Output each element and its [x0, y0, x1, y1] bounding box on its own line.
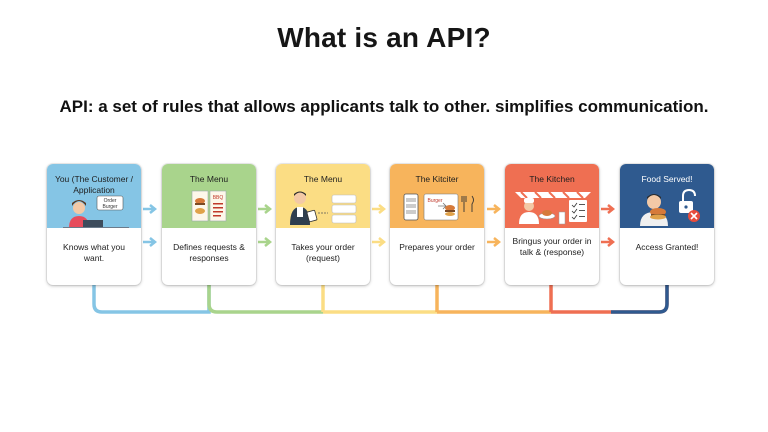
step-card-description: Prepares your order: [399, 242, 475, 252]
step-card-description: Takes your order (request): [291, 242, 355, 263]
menu-card-icon: BBQ: [191, 190, 227, 222]
svg-text:BBQ: BBQ: [213, 195, 224, 201]
step-card-title: The Menu: [189, 174, 229, 184]
svg-text:Order: Order: [104, 198, 117, 204]
svg-text:Burger: Burger: [102, 204, 117, 210]
step-card-title: The Menu: [303, 174, 343, 184]
customer-eating-lock-icon: [640, 188, 700, 226]
page-subtitle: API: a set of rules that allows applican…: [59, 97, 709, 116]
step-card-kitchen-prep: The Kitciter Burger Prepares your order: [390, 164, 484, 285]
svg-text:Burger: Burger: [427, 198, 442, 204]
step-card-header: [162, 164, 256, 228]
kitchen-screen-icon: Burger: [403, 193, 474, 221]
step-card-description: Defines requests & responses: [173, 242, 245, 263]
chef-checklist-icon: [515, 191, 591, 225]
step-card-header: [47, 164, 141, 228]
arrow-icon: [601, 204, 616, 247]
step-card-description: Access Granted!: [635, 242, 699, 252]
page-title: What is an API?: [277, 22, 491, 53]
step-card-kitchen-response: The Kitchen Bringus your order in talk &…: [505, 164, 599, 285]
step-card-customer: You (The Customer / Application Order Bu…: [47, 164, 141, 285]
user-at-laptop-icon: Order Burger: [63, 195, 129, 228]
arrow-icon: [487, 204, 502, 247]
arrow-icon: [143, 204, 158, 247]
step-card-title: You (The Customer / Application: [54, 174, 134, 195]
step-card-title: The Kitciter: [415, 174, 459, 184]
step-card-waiter: The Menu Takes your order (request): [276, 164, 370, 285]
step-card-title: The Kitchen: [529, 174, 575, 184]
arrow-icon: [258, 204, 273, 247]
arrow-icon: [372, 204, 387, 247]
step-card-food-served: Food Served! Access Granted!: [620, 164, 714, 285]
waiter-with-tablet-icon: [290, 191, 357, 225]
step-card-description: Bringus your order in talk & (response): [512, 236, 592, 257]
step-card-description: Knows what you want.: [63, 242, 125, 263]
step-card-menu: The Menu BBQ Defines requests & response…: [162, 164, 256, 285]
step-card-title: Food Served!: [641, 174, 693, 184]
